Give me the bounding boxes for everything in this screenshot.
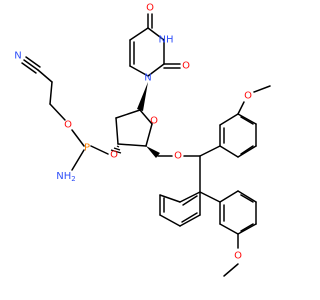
atom-o-methoxy-bottom: O xyxy=(234,251,242,262)
wedge-c4-c5 xyxy=(146,146,160,158)
bond-ph-1 xyxy=(179,191,201,203)
bond-o3-p xyxy=(90,145,109,155)
chemical-structure: O NH O N O O O P O N NH2 O O xyxy=(14,3,271,277)
bond-c2-c3 xyxy=(115,117,119,145)
atom-n1: N xyxy=(144,73,151,84)
bond-c4-o4 xyxy=(145,123,153,147)
bond-c3-c4 xyxy=(117,143,147,147)
hash-3 xyxy=(110,149,122,154)
phosphoramidite-arm xyxy=(21,56,122,171)
bottom-methoxyphenyl xyxy=(199,190,257,277)
atom-o3: O xyxy=(110,150,118,161)
atom-o-methoxy-top: O xyxy=(244,91,252,102)
bond-nitrile-2 xyxy=(25,56,41,68)
bond-ch2-ch2 xyxy=(49,81,53,105)
atom-o5: O xyxy=(174,151,182,162)
bond-c5-c4 xyxy=(129,27,149,41)
bond-ph-2 xyxy=(159,194,181,203)
bond-o-ch2 xyxy=(49,103,66,121)
bond-c4-n3 xyxy=(147,27,165,41)
bond-rb-2 xyxy=(219,223,239,235)
bond-rt-6 xyxy=(219,145,239,158)
bond-c2-n1 xyxy=(147,63,165,77)
atom-o4: O xyxy=(146,3,154,14)
atom-labels: O NH O N O O O P O N NH2 O O xyxy=(14,3,252,262)
bond-rt-double-3 xyxy=(240,145,254,155)
bond-ph-4 xyxy=(159,214,181,227)
uracil-ring xyxy=(129,13,181,77)
hash-2 xyxy=(113,147,121,151)
top-methoxyphenyl xyxy=(199,85,271,158)
bond-ph-double-2 xyxy=(181,212,198,223)
bond-rt-double-2 xyxy=(240,116,254,125)
atom-p: P xyxy=(84,143,90,154)
bond-rt-ch3 xyxy=(253,85,271,93)
bond-rt-2 xyxy=(219,113,239,126)
hash-1 xyxy=(116,145,120,148)
bond-nitrile-3 xyxy=(21,62,37,74)
bond-nitrile xyxy=(23,59,39,71)
wedge-n1-c1 xyxy=(137,82,148,111)
bond-c1-c2 xyxy=(115,109,141,119)
bond-rb-5 xyxy=(237,190,257,203)
bond-rb-double-2 xyxy=(240,223,254,232)
atom-n3h: NH xyxy=(159,35,174,46)
bond-o4-c1 xyxy=(139,109,153,125)
bond-rb-double-3 xyxy=(240,194,254,203)
bond-ph-5 xyxy=(179,214,201,227)
bond-rt-3 xyxy=(237,113,257,125)
atom-n-nitrile: N xyxy=(14,51,21,62)
five-prime-link xyxy=(146,146,201,158)
bond-rt-o xyxy=(237,101,245,115)
bond-ch2-cn xyxy=(37,69,53,83)
atom-nh2-subscript: 2 xyxy=(71,175,75,183)
bond-ct-ring-top xyxy=(199,145,221,157)
sugar-ring xyxy=(115,82,153,147)
bond-rb-ch3 xyxy=(223,263,239,277)
bond-rt-5 xyxy=(237,145,257,158)
trityl-phenyl xyxy=(159,155,201,227)
bond-rb-6 xyxy=(219,190,239,203)
bond-ph-double-3 xyxy=(182,195,198,206)
atom-nh2-label: NH xyxy=(56,171,71,182)
atom-nh2: NH2 xyxy=(56,171,75,184)
bond-rb-3 xyxy=(237,223,257,235)
bond-p-o xyxy=(71,129,85,147)
bond-p-nh2 xyxy=(71,149,85,171)
bond-n1-c6 xyxy=(129,65,149,77)
atom-o-cyanoethyl: O xyxy=(64,120,72,131)
atom-o2: O xyxy=(182,61,190,72)
bond-ct-ring-bottom xyxy=(199,191,221,203)
atom-o4-sugar: O xyxy=(150,116,158,127)
